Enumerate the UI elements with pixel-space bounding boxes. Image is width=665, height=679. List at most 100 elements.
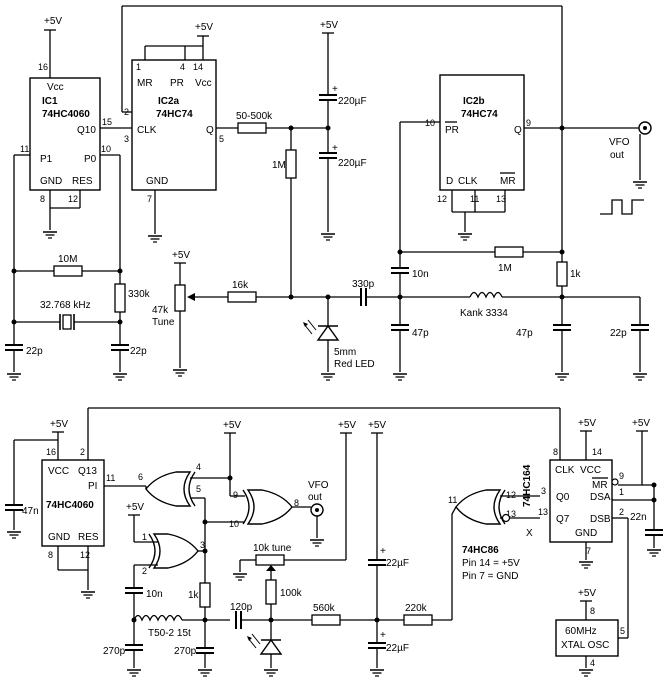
capacitor-label: 22p xyxy=(26,346,43,357)
pin-number: 8 xyxy=(48,550,53,560)
pin-label: Q xyxy=(514,125,522,136)
pin-label: PR xyxy=(445,125,459,136)
supply-label: +5V xyxy=(578,588,596,599)
pin-number: 2 xyxy=(142,566,147,576)
pin-label: VCC xyxy=(580,465,601,476)
resistor-label: 100k xyxy=(280,588,303,599)
pin-number: 7 xyxy=(147,194,152,204)
resistor-1k-bottom xyxy=(199,582,211,608)
pin-number: 9 xyxy=(526,118,531,128)
pin-number: 11 xyxy=(20,144,29,154)
note-label: Pin 14 = +5V xyxy=(462,558,520,569)
capacitor-label: 22µF xyxy=(386,558,409,569)
tune-label: 10k tune xyxy=(253,543,292,554)
pin-number: 12 xyxy=(80,550,90,560)
resistor-label: 47k xyxy=(152,305,169,316)
pin-label: D xyxy=(446,176,453,187)
pin-label: GND xyxy=(146,176,168,187)
pin-number: 3 xyxy=(200,540,205,550)
ic1-74hc4060: Vcc IC1 74HC4060 Q10 P1 P0 GND RES 16 15… xyxy=(20,62,112,204)
square-wave-icon xyxy=(600,199,644,215)
pin-label: DSB xyxy=(590,514,611,525)
pin-label: PI xyxy=(88,481,97,492)
coil-label: Kank 3334 xyxy=(460,308,508,319)
resistor-560k xyxy=(311,614,341,626)
pin-label: Q13 xyxy=(78,466,97,477)
pin-label: PR xyxy=(170,78,184,89)
supply-label: +5V xyxy=(126,502,144,513)
supply-ic1: +5V xyxy=(44,16,62,78)
red-led-varicap xyxy=(303,319,340,341)
capacitor-label: 22n xyxy=(630,512,647,523)
pin-number: 1 xyxy=(142,532,147,542)
pin-number: 12 xyxy=(437,194,447,204)
pin-number: 12 xyxy=(506,490,516,500)
bottom-circuit: +5V 47n VCC Q13 PI 74HC4060 GND RES 16 2… xyxy=(4,407,664,677)
resistor-label: 10M xyxy=(58,254,77,265)
resistor-label: 1M xyxy=(498,263,512,274)
supply-caps: +5V xyxy=(320,20,338,95)
supply-label: +5V xyxy=(578,418,596,429)
pin-number: 3 xyxy=(124,134,129,144)
pin-label: Q7 xyxy=(556,514,570,525)
pin-number: 6 xyxy=(138,472,143,482)
pin-number: 3 xyxy=(541,486,546,496)
pin-number: 11 xyxy=(106,473,115,483)
pin-number: 10 xyxy=(229,519,239,529)
top-circuit: +5V +5V +5V Vcc IC1 74HC4060 Q10 P1 P0 G… xyxy=(4,5,652,381)
pin-number: 13 xyxy=(496,194,506,204)
pin-label: Vcc xyxy=(47,82,64,93)
osc-label: 60MHz xyxy=(565,626,597,637)
pin-number: 9 xyxy=(233,490,238,500)
pin-label: CLK xyxy=(137,125,157,136)
vfo-label: out xyxy=(308,492,322,503)
pin-label: CLK xyxy=(458,176,478,187)
pin-number: 2 xyxy=(80,447,85,457)
pin-label: DSA xyxy=(590,492,611,503)
resistor-1m-feedback xyxy=(494,246,524,258)
polarity-label: + xyxy=(332,84,338,95)
capacitor-label: 220µF xyxy=(338,158,367,169)
resistor-10m xyxy=(53,265,83,277)
supply-ic2a: +5V xyxy=(195,22,213,46)
resistor-label: 1k xyxy=(570,269,582,280)
pin-number: 10 xyxy=(101,144,111,154)
supply-label: +5V xyxy=(368,420,386,431)
pin-number: 1 xyxy=(619,487,624,497)
led-varicap-bottom xyxy=(247,633,283,655)
pin-number: 12 xyxy=(68,194,78,204)
supply-label: +5V xyxy=(50,419,68,430)
ic2b-74hc74: IC2b 74HC74 PR Q D CLK MR 10 9 12 11 13 xyxy=(425,74,531,204)
capacitor-label: 220µF xyxy=(338,96,367,107)
crystal-label: 32.768 kHz xyxy=(40,300,91,311)
supply-label: +5V xyxy=(320,20,338,31)
supply-label: +5V xyxy=(223,420,241,431)
vfo-label: VFO xyxy=(308,480,329,491)
resistor-label: 560k xyxy=(313,603,336,614)
pin-label: RES xyxy=(72,176,93,187)
pin-label: RES xyxy=(78,532,99,543)
pin-label: Q0 xyxy=(556,492,570,503)
pin-number: 4 xyxy=(180,62,185,72)
supply-label: +5V xyxy=(172,250,190,261)
pin-label: GND xyxy=(40,176,62,187)
pin-number: 5 xyxy=(219,134,224,144)
pin-label: P1 xyxy=(40,154,53,165)
polarity-label: + xyxy=(380,546,386,557)
polarity-label: + xyxy=(380,630,386,641)
pin-label: VCC xyxy=(48,466,69,477)
ic-74hc164: CLK VCC MR Q0 DSA Q7 DSB GND 74HC164 8 1… xyxy=(522,447,624,556)
ic-part: 74HC164 xyxy=(522,464,533,507)
vfo-label: VFO xyxy=(609,137,630,148)
capacitor-label: 47p xyxy=(412,328,429,339)
pin-label: CLK xyxy=(555,465,575,476)
pin-number: 15 xyxy=(102,117,112,127)
pin-number: 2 xyxy=(619,507,624,517)
ic-part: 74HC74 xyxy=(156,109,193,120)
pin-number: 5 xyxy=(620,626,625,636)
pin-label: MR xyxy=(500,176,516,187)
ic-name: IC1 xyxy=(42,96,58,107)
pin-number: 16 xyxy=(46,447,56,457)
pin-label: GND xyxy=(575,528,597,539)
